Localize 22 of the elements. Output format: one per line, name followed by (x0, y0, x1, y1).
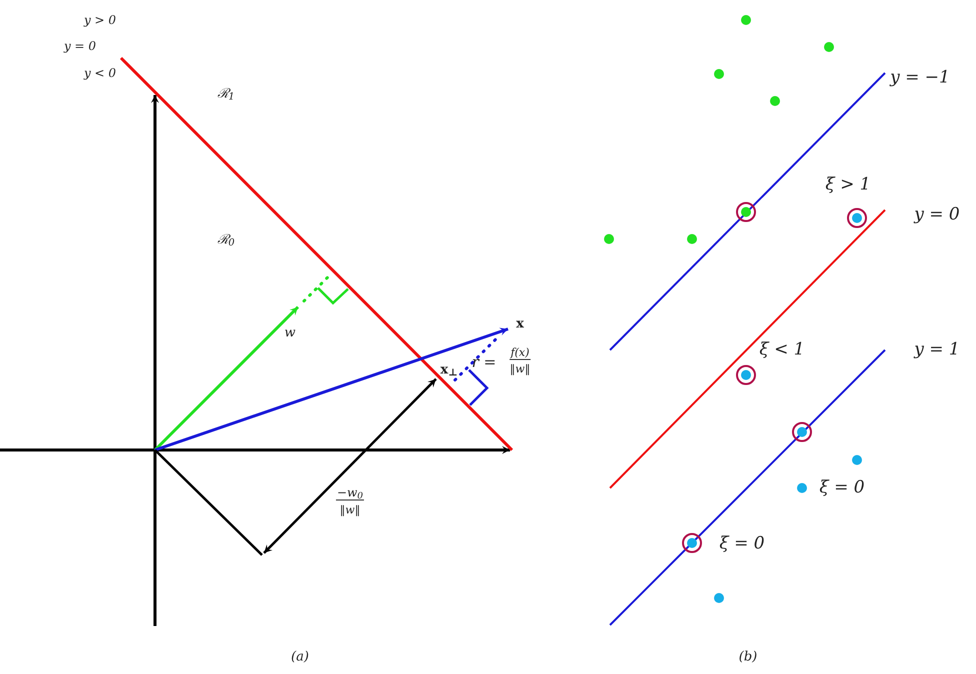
region-label: ℛ$_{1}$ (217, 85, 235, 104)
slack-label: ξ < 1 (759, 338, 805, 362)
fraction-numerator: −w$_{0}$ (336, 486, 364, 500)
fraction-denominator: ‖w‖ (510, 362, 530, 376)
inequality-label: y > 0 (84, 12, 116, 29)
slack-label: ξ > 1 (825, 173, 871, 196)
boundary-label: y = 0 (914, 203, 960, 226)
slack-label: ξ = 0 (719, 532, 765, 556)
slack-label: ξ = 0 (819, 476, 865, 500)
fraction-numerator: f(x) (510, 346, 530, 360)
margin-label: y = −1 (890, 66, 950, 90)
vector-label: x$_{⊥}$ (440, 361, 458, 380)
margin-label: y = 1 (914, 338, 960, 362)
vector-label: x (516, 315, 524, 334)
fraction-denominator: ‖w‖ (340, 504, 360, 516)
panel-label: (a) (291, 648, 309, 666)
inequality-label: y < 0 (84, 65, 116, 82)
panel-label: (b) (738, 648, 758, 666)
region-label: ℛ$_{0}$ (217, 231, 235, 250)
vector-label: w (284, 324, 296, 342)
equation-label: r = (472, 352, 496, 373)
equation-label: y = 0 (64, 38, 96, 55)
